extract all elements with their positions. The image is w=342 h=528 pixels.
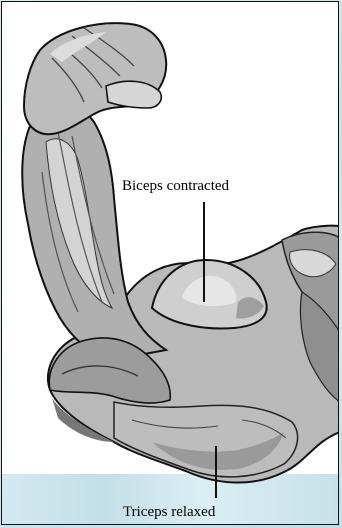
flexed-arm-illustration bbox=[2, 2, 339, 525]
triceps-label: Triceps relaxed bbox=[123, 504, 215, 521]
biceps-label: Biceps contracted bbox=[122, 178, 229, 195]
